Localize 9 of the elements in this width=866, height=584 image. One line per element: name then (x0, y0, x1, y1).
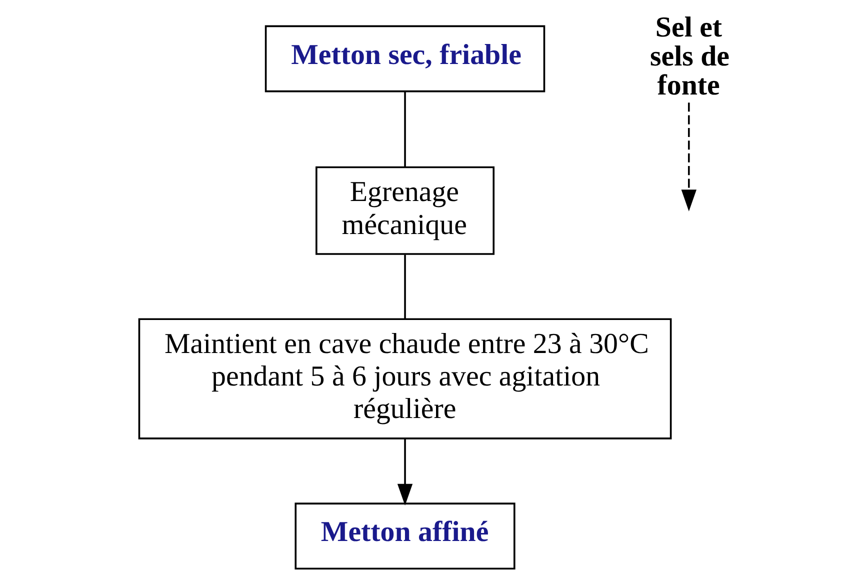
node-box: Maintient en cave chaude entre 23 à 30°C pendant 5 à 6 jours avec agitation régulière (138, 318, 672, 440)
arrow (680, 102, 696, 212)
node-box: Metton affiné (294, 502, 515, 570)
connector (404, 92, 406, 167)
connector (404, 254, 406, 319)
arrow (396, 438, 412, 506)
node-text: Sel et sels de fonte (650, 12, 730, 102)
node-box: Metton sec, friable (264, 25, 545, 92)
node-box: Egrenage mécanique (315, 166, 494, 255)
